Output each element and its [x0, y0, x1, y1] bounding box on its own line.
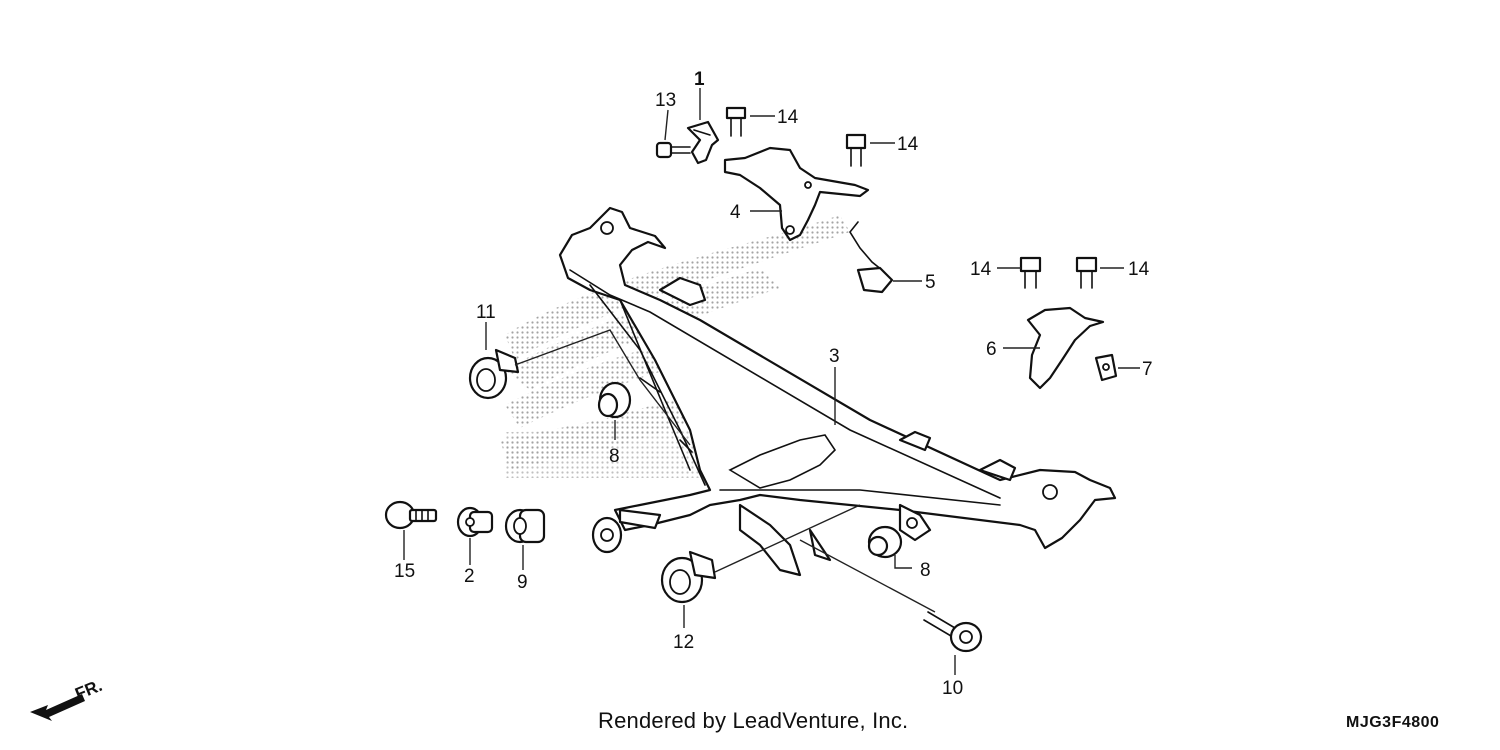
callout-3: 3 — [829, 346, 840, 367]
bracket-part-4[interactable] — [723, 146, 870, 242]
clamp-part-12[interactable] — [660, 550, 717, 604]
render-credit: Rendered by LeadVenture, Inc. — [598, 708, 909, 733]
callout-14-b: 14 — [897, 134, 919, 155]
rubber-part-8-b[interactable] — [867, 525, 903, 559]
callout-1: 1 — [694, 69, 705, 90]
callout-14-a: 14 — [777, 107, 799, 128]
rubber-part-9[interactable] — [504, 508, 546, 544]
callout-6: 6 — [986, 339, 997, 360]
callout-13: 13 — [655, 90, 676, 111]
bolt-part-10[interactable] — [923, 611, 983, 653]
callout-11: 11 — [476, 302, 496, 323]
frame-part-3[interactable] — [558, 206, 1117, 577]
callout-9: 9 — [517, 572, 528, 593]
leader-lines — [403, 88, 1140, 675]
callout-8-b: 8 — [920, 560, 931, 581]
callout-12: 12 — [673, 632, 694, 653]
clamp-part-11[interactable] — [468, 348, 520, 400]
callout-10: 10 — [942, 678, 963, 699]
direction-label: FR. — [72, 676, 105, 704]
front-direction-arrow-icon: FR. — [30, 676, 105, 721]
callout-2: 2 — [464, 566, 475, 587]
callout-7: 7 — [1142, 359, 1153, 380]
nut-part-7[interactable] — [1094, 353, 1118, 382]
callout-14-c: 14 — [970, 259, 992, 280]
bolt-part-14-a[interactable] — [725, 106, 747, 137]
callout-14-d: 14 — [1128, 259, 1150, 280]
bracket-part-6[interactable] — [1026, 306, 1105, 390]
rubber-part-8-a[interactable] — [597, 381, 632, 419]
collar-part-2[interactable] — [456, 506, 494, 538]
callout-15: 15 — [394, 561, 415, 582]
bolt-part-13[interactable] — [655, 141, 691, 159]
clip-part-1[interactable] — [686, 120, 720, 165]
callout-5: 5 — [925, 272, 936, 293]
callout-8-a: 8 — [609, 446, 620, 467]
diagram-code: MJG3F4800 — [1346, 714, 1440, 731]
bolt-part-14-c[interactable] — [1019, 256, 1042, 289]
clip-part-5[interactable] — [849, 221, 894, 294]
frame-left-end — [591, 508, 662, 554]
callout-labels: 1 13 14 14 4 5 14 14 6 7 3 11 8 8 15 2 9… — [394, 69, 1153, 699]
bolt-part-14-d[interactable] — [1075, 256, 1098, 289]
callout-4: 4 — [730, 202, 741, 223]
bolt-part-15[interactable] — [384, 500, 438, 530]
bolt-part-14-b[interactable] — [845, 133, 867, 167]
